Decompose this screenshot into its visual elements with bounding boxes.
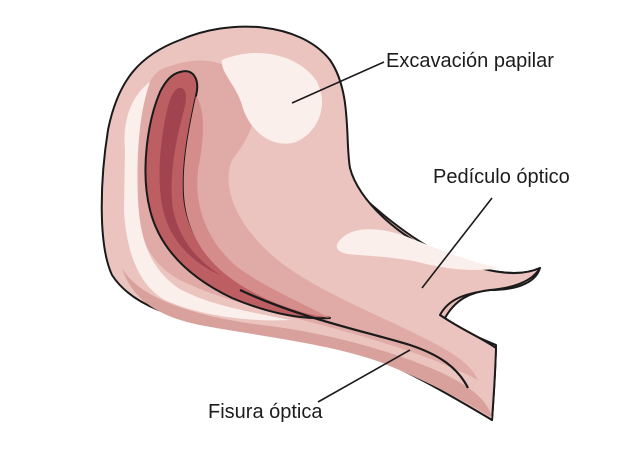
highlight-left-lip: [124, 82, 290, 321]
highlight-top: [221, 52, 323, 144]
leader-fisura: [317, 349, 411, 403]
optic-fissure-line: [239, 289, 469, 389]
label-fisura-optica: Fisura óptica: [208, 401, 323, 423]
highlight-stalk: [336, 229, 500, 270]
leader-excavacion: [291, 61, 385, 104]
cup-inner-tissue: [134, 60, 478, 381]
label-pediculo-optico: Pedículo óptico: [433, 166, 570, 188]
cup-cavity-rim: [183, 96, 330, 318]
cup-cavity-core: [159, 87, 222, 276]
cup-lower-shadow: [122, 268, 492, 418]
label-excavacion-papilar: Excavación papilar: [386, 50, 554, 72]
leader-pediculo: [421, 197, 493, 289]
